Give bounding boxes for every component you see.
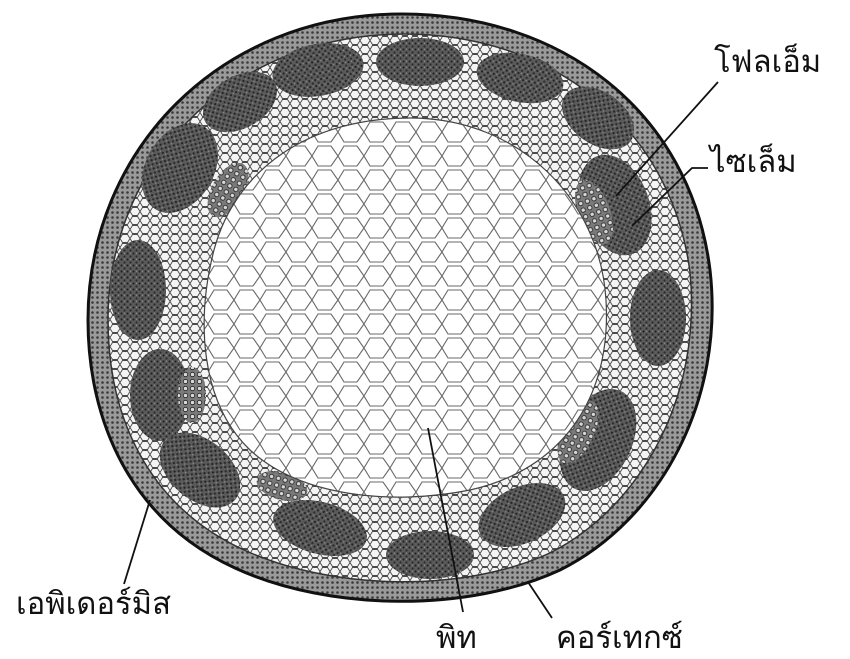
vascular-bundle	[376, 38, 464, 86]
pith-label: พิท	[436, 620, 477, 656]
xylem-label: ไซเล็ม	[707, 143, 797, 180]
pith-region	[204, 118, 606, 497]
epidermis-label: เอพิเดอร์มิส	[16, 586, 171, 622]
cortex-label: คอร์เทกซ์	[556, 620, 683, 656]
cortex-leader-line	[528, 582, 552, 618]
vascular-bundle	[110, 240, 166, 340]
stem-section	[88, 14, 712, 601]
phloem-label: โฟลเอ็ม	[714, 43, 821, 80]
vascular-bundle	[630, 270, 686, 366]
epidermis-leader-line	[124, 500, 150, 584]
xylem-tissue	[178, 367, 206, 423]
vascular-bundle	[386, 531, 474, 579]
